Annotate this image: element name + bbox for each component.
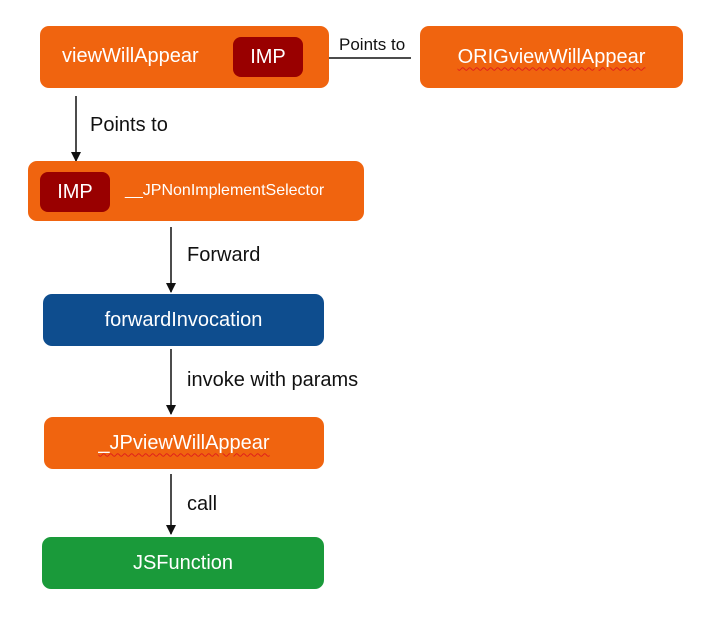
view-will-appear-label: viewWillAppear — [62, 45, 199, 67]
jp-non-implement-selector-imp-label: IMP — [57, 180, 93, 203]
orig-view-will-appear-node: ORIGviewWillAppear — [420, 26, 683, 88]
edge-label-orig-to-imp: Points to — [339, 35, 406, 54]
jp-non-implement-selector-label: __JPNonImplementSelector — [125, 182, 325, 199]
view-will-appear-node: viewWillAppear IMP — [40, 26, 329, 88]
orig-view-will-appear-label: ORIGviewWillAppear — [457, 45, 646, 68]
edge-label-jp-to-js: call — [187, 493, 218, 515]
js-function-label: JSFunction — [132, 551, 234, 574]
forward-invocation-label: forwardInvocation — [104, 308, 263, 331]
view-will-appear-imp-label: IMP — [250, 45, 286, 68]
jp-non-implement-selector-imp-badge: IMP — [40, 172, 110, 212]
edge-label-forward-to-jp: invoke with params — [187, 369, 359, 391]
jp-view-will-appear-label: _JPviewWillAppear — [98, 431, 270, 454]
edge-label-view-to-selector: Points to — [90, 114, 168, 136]
view-will-appear-imp-badge: IMP — [233, 37, 303, 77]
jp-view-will-appear-node: _JPviewWillAppear — [44, 417, 324, 469]
edge-label-selector-to-forward: Forward — [187, 244, 261, 266]
js-function-node: JSFunction — [42, 537, 324, 589]
forward-invocation-node: forwardInvocation — [43, 294, 324, 346]
jp-non-implement-selector-node: IMP __JPNonImplementSelector — [28, 161, 364, 221]
